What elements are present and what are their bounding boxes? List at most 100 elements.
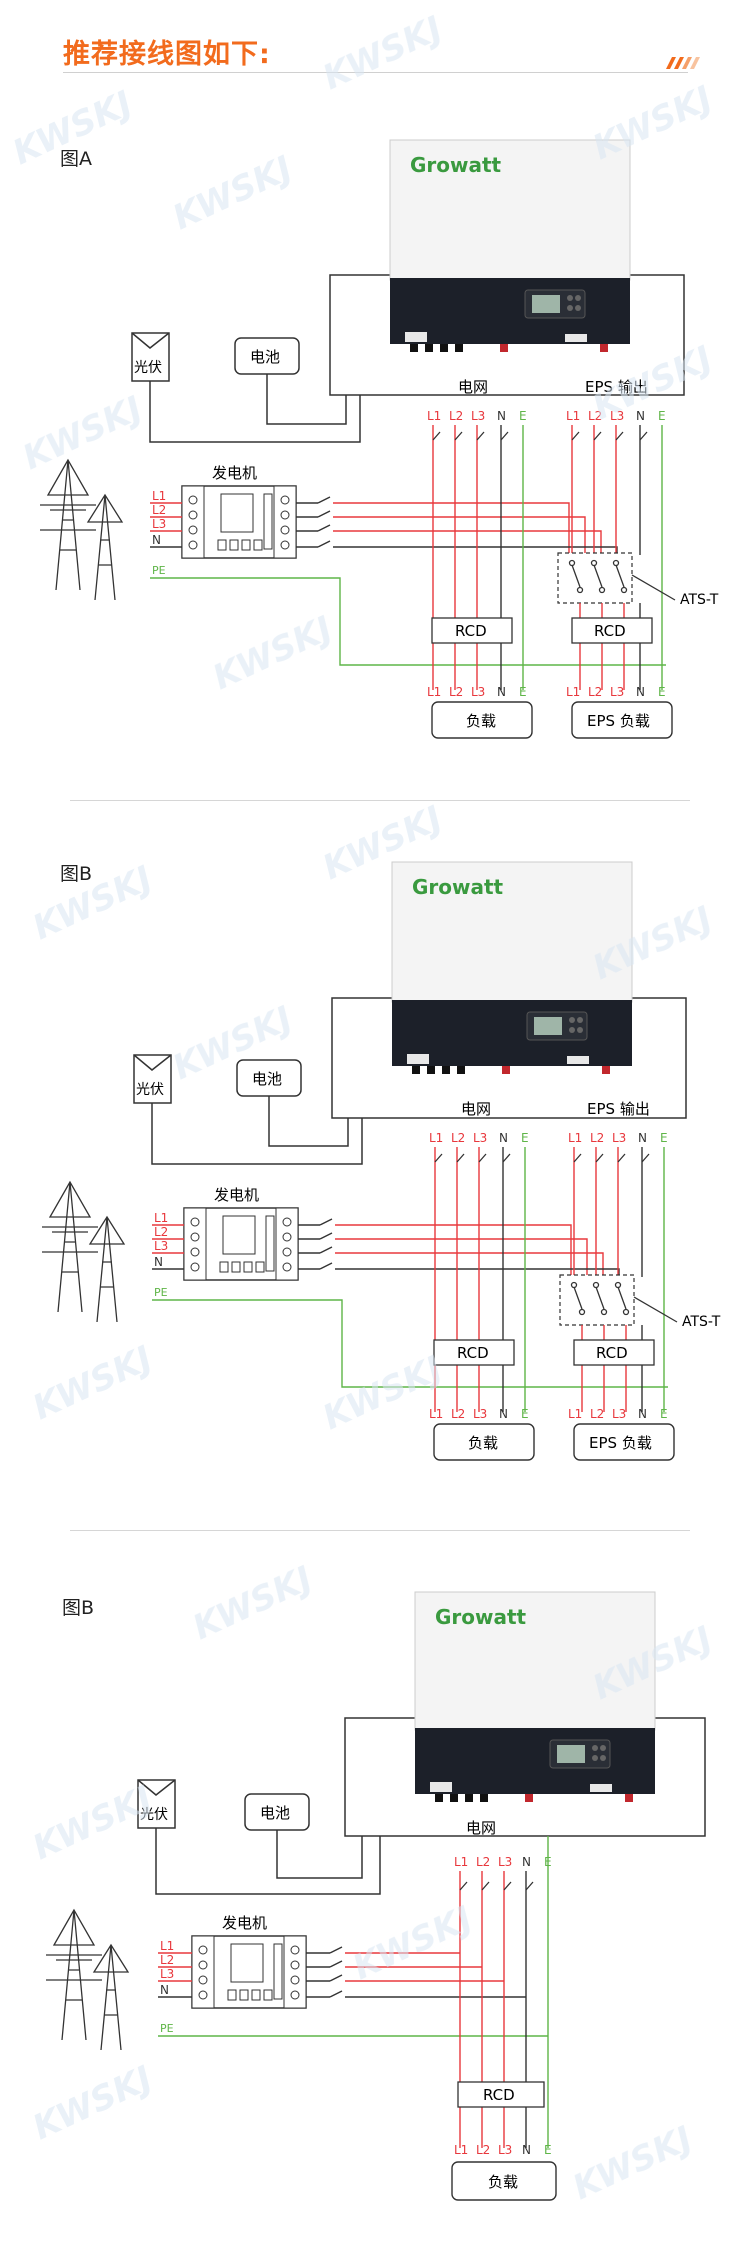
- svg-text:L2: L2: [152, 503, 166, 517]
- pylon-icon: [40, 458, 124, 601]
- svg-text:RCD: RCD: [455, 622, 487, 640]
- svg-text:N: N: [497, 409, 506, 423]
- svg-text:Growatt: Growatt: [412, 875, 504, 899]
- svg-text:L3: L3: [473, 1131, 487, 1145]
- eps-rcd: [571, 617, 653, 644]
- svg-text:ATS-T: ATS-T: [682, 1314, 721, 1330]
- svg-text:L3: L3: [610, 685, 624, 699]
- svg-text:L2: L2: [160, 1953, 174, 1967]
- page-header: 推荐接线图如下:: [0, 0, 750, 80]
- svg-text:L3: L3: [610, 409, 624, 423]
- svg-text:L1: L1: [454, 2143, 468, 2157]
- svg-text:L1: L1: [429, 1407, 443, 1421]
- svg-text:L3: L3: [471, 685, 485, 699]
- svg-text:L2: L2: [590, 1407, 604, 1421]
- svg-text:电池: 电池: [250, 348, 280, 366]
- svg-text:PE: PE: [152, 564, 166, 577]
- svg-text:L2: L2: [154, 1225, 168, 1239]
- svg-text:负载: 负载: [488, 2173, 518, 2191]
- svg-text:L1: L1: [568, 1131, 582, 1145]
- svg-text:电网: 电网: [461, 1100, 491, 1118]
- svg-text:L2: L2: [588, 409, 602, 423]
- header-divider: [63, 72, 688, 73]
- pv-panel: 光伏: [137, 1779, 381, 1895]
- svg-text:L2: L2: [588, 685, 602, 699]
- svg-text:N: N: [499, 1131, 508, 1145]
- ats-label: ATS-T: [680, 592, 719, 608]
- svg-text:RCD: RCD: [483, 2086, 515, 2104]
- eps-load-box: [571, 701, 673, 739]
- svg-text:PE: PE: [154, 1286, 168, 1299]
- svg-text:E: E: [660, 1131, 668, 1145]
- section-divider: [70, 1530, 690, 1531]
- svg-text:L2: L2: [449, 409, 463, 423]
- svg-text:N: N: [636, 409, 645, 423]
- diagram-a: 图A Growatt 光伏 电池: [0, 0, 750, 760]
- svg-text:EPS 负载: EPS 负载: [589, 1434, 652, 1452]
- svg-text:图B: 图B: [60, 863, 92, 885]
- svg-text:光伏: 光伏: [140, 1807, 168, 1823]
- svg-text:E: E: [544, 2143, 552, 2157]
- svg-text:L3: L3: [498, 1855, 512, 1869]
- svg-text:L2: L2: [590, 1131, 604, 1145]
- grid-label: 电网: [458, 378, 488, 396]
- svg-text:L1: L1: [566, 409, 580, 423]
- svg-text:负载: 负载: [466, 712, 496, 730]
- svg-text:L2: L2: [476, 1855, 490, 1869]
- svg-text:RCD: RCD: [594, 622, 626, 640]
- battery: 电池: [234, 337, 347, 425]
- svg-text:L3: L3: [473, 1407, 487, 1421]
- svg-text:发电机: 发电机: [212, 464, 257, 482]
- svg-text:E: E: [521, 1407, 529, 1421]
- page-title: 推荐接线图如下:: [63, 39, 271, 70]
- brand-logo: Growatt: [410, 153, 502, 177]
- svg-text:N: N: [499, 1407, 508, 1421]
- svg-text:L3: L3: [160, 1967, 174, 1981]
- svg-text:E: E: [658, 685, 666, 699]
- svg-text:L1: L1: [566, 685, 580, 699]
- generator: 发电机: [191, 1914, 307, 2009]
- pylon-icon: [42, 1180, 126, 1323]
- diagram-a-svg: 图A Growatt 光伏 电池: [40, 139, 719, 739]
- eps-label: EPS 输出: [585, 378, 648, 396]
- inverter: Growatt: [389, 139, 631, 352]
- svg-text:EPS 输出: EPS 输出: [587, 1100, 650, 1118]
- svg-text:L1: L1: [427, 685, 441, 699]
- svg-text:E: E: [660, 1407, 668, 1421]
- generator: 发电机: [181, 464, 297, 559]
- svg-text:L2: L2: [451, 1407, 465, 1421]
- svg-text:N: N: [497, 685, 506, 699]
- svg-text:电网: 电网: [466, 1819, 496, 1837]
- inverter: Growatt: [414, 1591, 656, 1802]
- load-box: [431, 701, 533, 739]
- svg-text:E: E: [658, 409, 666, 423]
- svg-text:L1: L1: [152, 489, 166, 503]
- svg-text:N: N: [522, 2143, 531, 2157]
- svg-text:光伏: 光伏: [136, 1082, 164, 1098]
- diagram-c-svg: 图B Growatt 光伏 电池 电网: [46, 1591, 706, 2201]
- svg-text:L2: L2: [451, 1131, 465, 1145]
- generator: 发电机: [183, 1186, 299, 1281]
- pv-panel: 光伏: [131, 332, 361, 443]
- diagram-b: 图B Growatt 光伏 电池 电网 EPS 输出: [0, 800, 750, 1520]
- svg-text:PE: PE: [160, 2022, 174, 2035]
- svg-text:L3: L3: [612, 1407, 626, 1421]
- svg-text:N: N: [160, 1983, 169, 1997]
- pv-panel: 光伏: [133, 1054, 363, 1165]
- svg-text:RCD: RCD: [596, 1344, 628, 1362]
- svg-text:电池: 电池: [260, 1804, 290, 1822]
- svg-text:光伏: 光伏: [134, 360, 162, 376]
- svg-text:N: N: [638, 1407, 647, 1421]
- svg-text:L3: L3: [612, 1131, 626, 1145]
- svg-text:N: N: [636, 685, 645, 699]
- figure-label: 图A: [60, 148, 92, 170]
- svg-text:L1: L1: [568, 1407, 582, 1421]
- rcd: [431, 617, 513, 644]
- svg-text:L3: L3: [471, 409, 485, 423]
- diagram-c: 图B Growatt 光伏 电池 电网: [0, 1530, 750, 2238]
- svg-text:N: N: [154, 1255, 163, 1269]
- svg-text:N: N: [638, 1131, 647, 1145]
- svg-text:N: N: [522, 1855, 531, 1869]
- diagram-b-svg: 图B Growatt 光伏 电池 电网 EPS 输出: [42, 861, 721, 1461]
- svg-text:L2: L2: [449, 685, 463, 699]
